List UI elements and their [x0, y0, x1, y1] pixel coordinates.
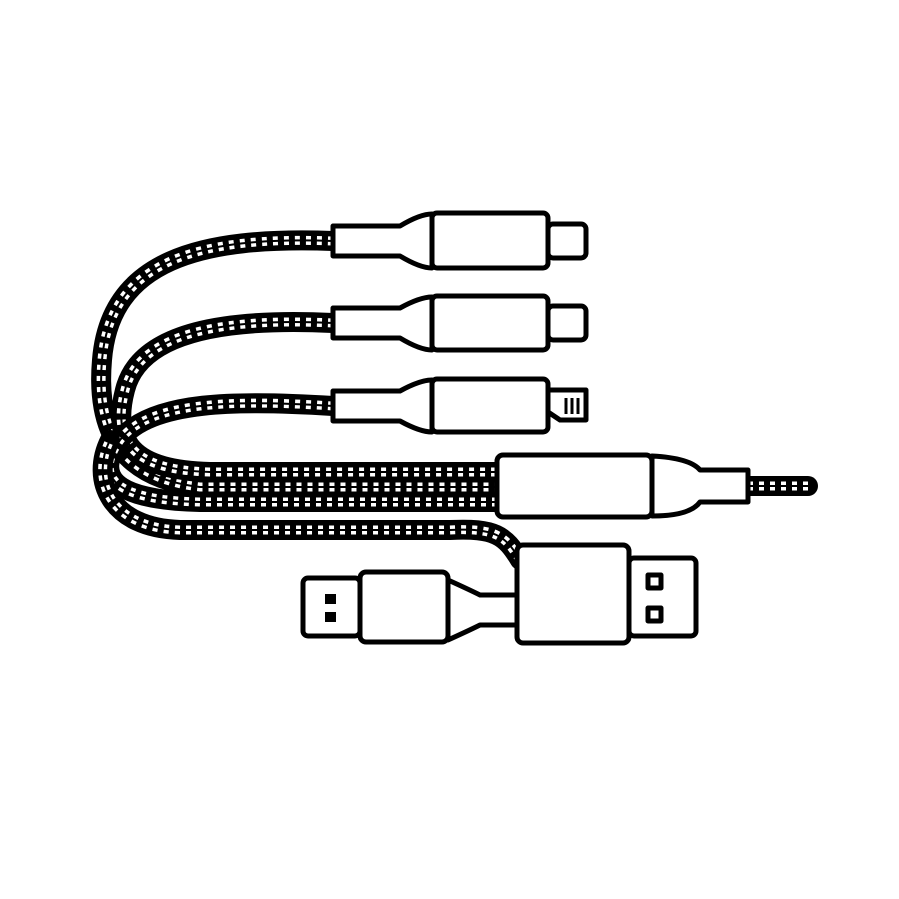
braided-cables	[91, 230, 818, 570]
braided-cable-3	[108, 402, 497, 503]
braided-cable-1	[91, 230, 507, 497]
braided-cable-2	[120, 320, 497, 473]
usb-a-connector-right	[514, 542, 699, 646]
lightning-connector	[330, 293, 589, 353]
usb-c-connector	[330, 210, 589, 271]
splitter-junction	[494, 452, 751, 520]
braided-cable-1	[100, 239, 497, 488]
braided-cable-4	[101, 439, 521, 561]
usb-a-connector-left	[300, 569, 520, 645]
micro-usb-connector	[330, 376, 589, 435]
